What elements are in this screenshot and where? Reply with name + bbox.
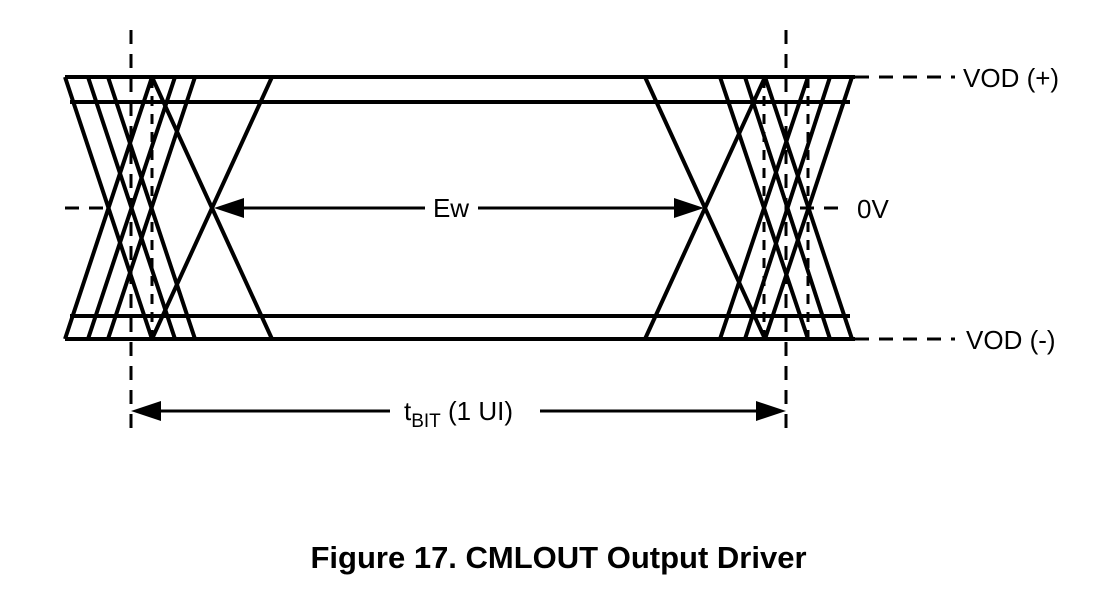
eye-traces — [63, 75, 855, 341]
eye-width-arrowhead-right — [674, 198, 704, 218]
eye-width-arrow — [214, 198, 704, 218]
left-trace-4b — [150, 76, 274, 340]
zero-volt-label: 0V — [857, 194, 889, 224]
eye-width-label: Ew — [433, 193, 469, 223]
right-trace-3b — [743, 76, 832, 340]
vod-positive-label: VOD (+) — [963, 63, 1059, 93]
bit-time-label: tBIT (1 UI) — [404, 396, 513, 432]
right-trace-2b — [718, 76, 810, 340]
left-trace-1b — [63, 76, 154, 340]
left-trace-2b — [86, 76, 177, 340]
vod-negative-label: VOD (-) — [966, 325, 1056, 355]
left-trace-3b — [106, 76, 197, 340]
bit-time-arrow — [131, 401, 786, 421]
right-trace-1b — [643, 76, 767, 340]
reference-lines — [65, 30, 955, 428]
right-trace-4b — [763, 76, 854, 340]
figure-caption: Figure 17. CMLOUT Output Driver — [310, 540, 807, 575]
bit-time-arrowhead-right — [756, 401, 786, 421]
bit-time-arrowhead-left — [131, 401, 161, 421]
eye-width-arrowhead-left — [214, 198, 244, 218]
bit-time-ui: (1 UI) — [441, 396, 513, 426]
bit-time-t: t — [404, 396, 412, 426]
bit-time-subscript: BIT — [411, 411, 441, 432]
